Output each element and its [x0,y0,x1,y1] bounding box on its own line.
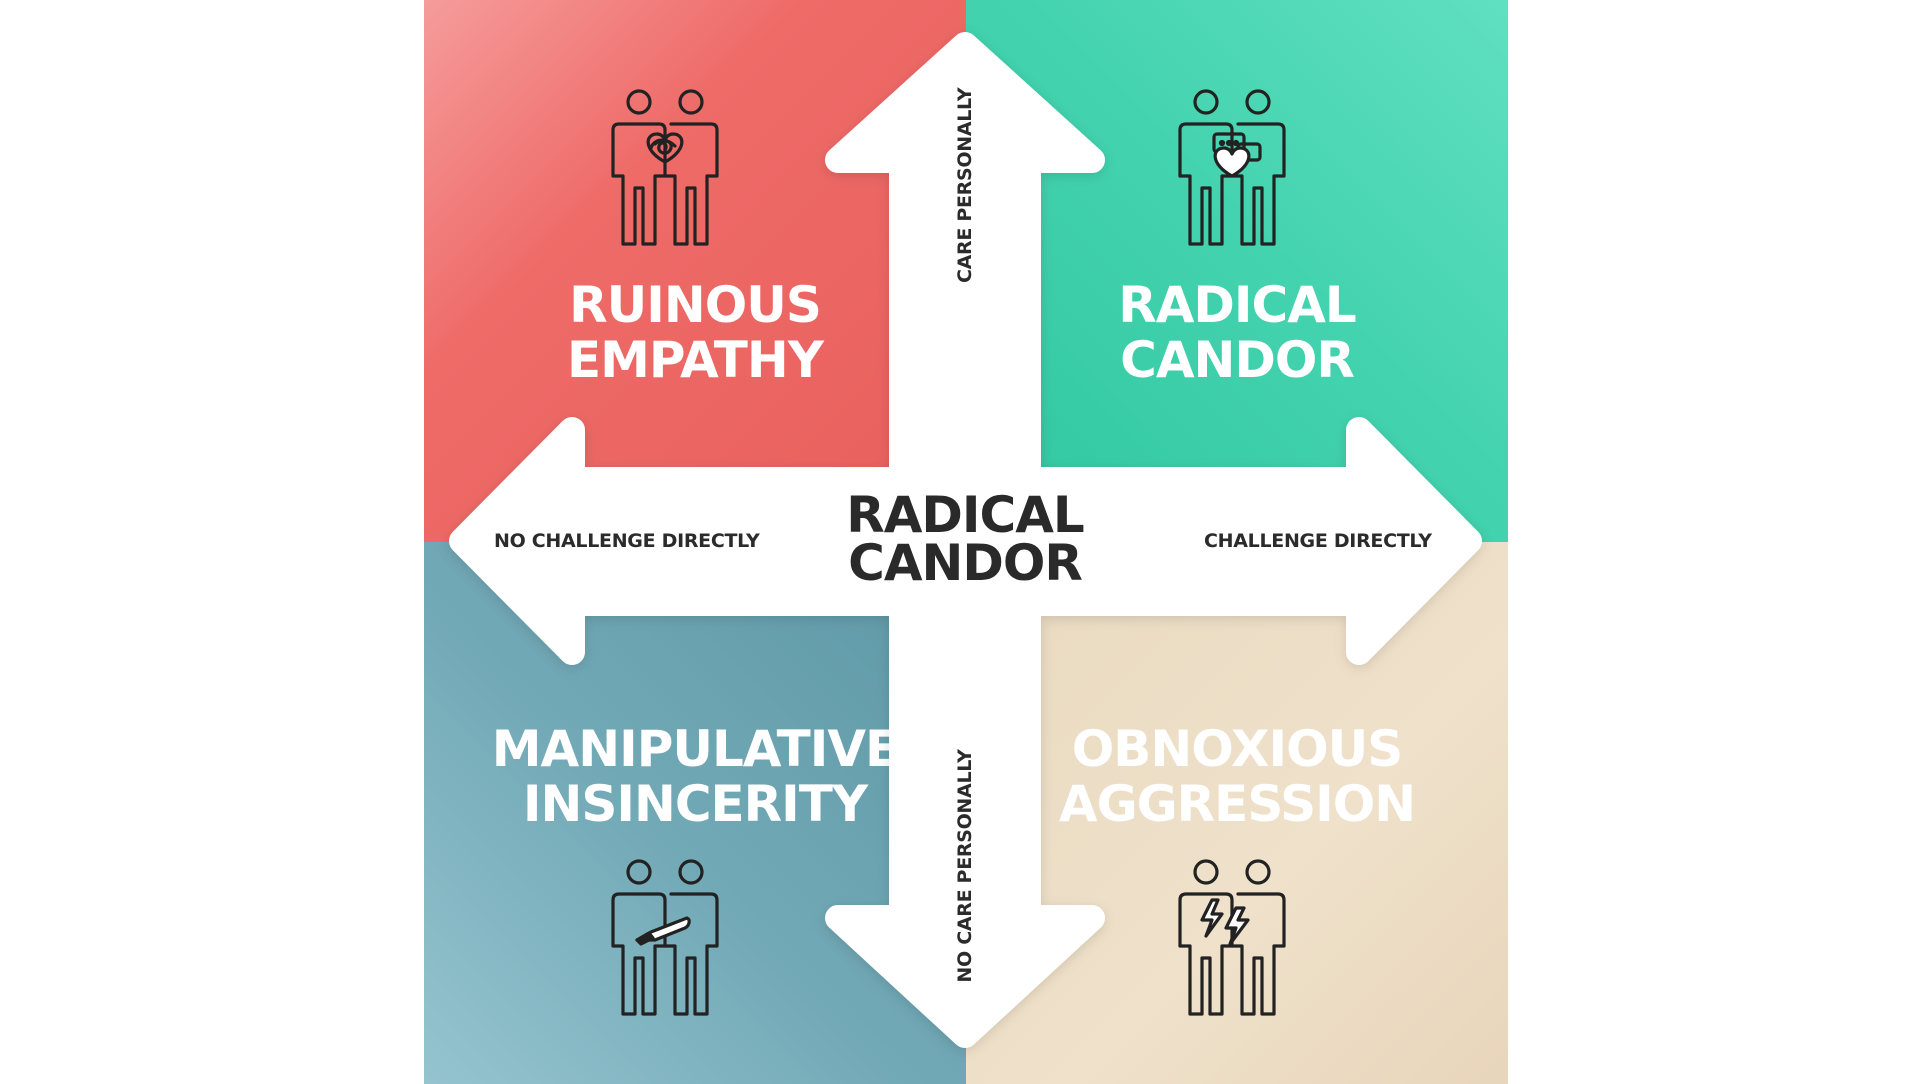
couple-lightning-icon [1178,859,1286,1016]
axis-right-label: CHALLENGE DIRECTLY [1204,530,1432,552]
center-title: RADICAL CANDOR [846,486,1085,592]
quadrant-obnoxious-aggression: OBNOXIOUS AGGRESSION [966,542,1508,1084]
quadrant-radical-candor: RADICAL CANDOR [966,0,1508,542]
axis-up-label: CARE PERSONALLY [954,87,976,283]
couple-heart-chat-icon [1178,89,1286,246]
couple-tangled-heart-icon [611,89,719,246]
manipulative-insincerity-title: MANIPULATIVE INSINCERITY [491,720,899,833]
axis-left-label: NO CHALLENGE DIRECTLY [494,530,760,552]
radical-candor-title: RADICAL CANDOR [1118,276,1357,389]
ruinous-empathy-title: RUINOUS EMPATHY [567,276,824,389]
four-way-arrow-cross [449,32,1482,1048]
quadrant-manipulative-insincerity: MANIPULATIVE INSINCERITY [424,542,966,1084]
couple-knife-icon [611,859,719,1016]
obnoxious-aggression-title: OBNOXIOUS AGGRESSION [1058,720,1416,833]
radical-candor-diagram: RUINOUS EMPATHY RADICAL CANDOR MANIPULAT… [424,0,1508,1084]
axis-down-label: NO CARE PERSONALLY [954,749,976,983]
